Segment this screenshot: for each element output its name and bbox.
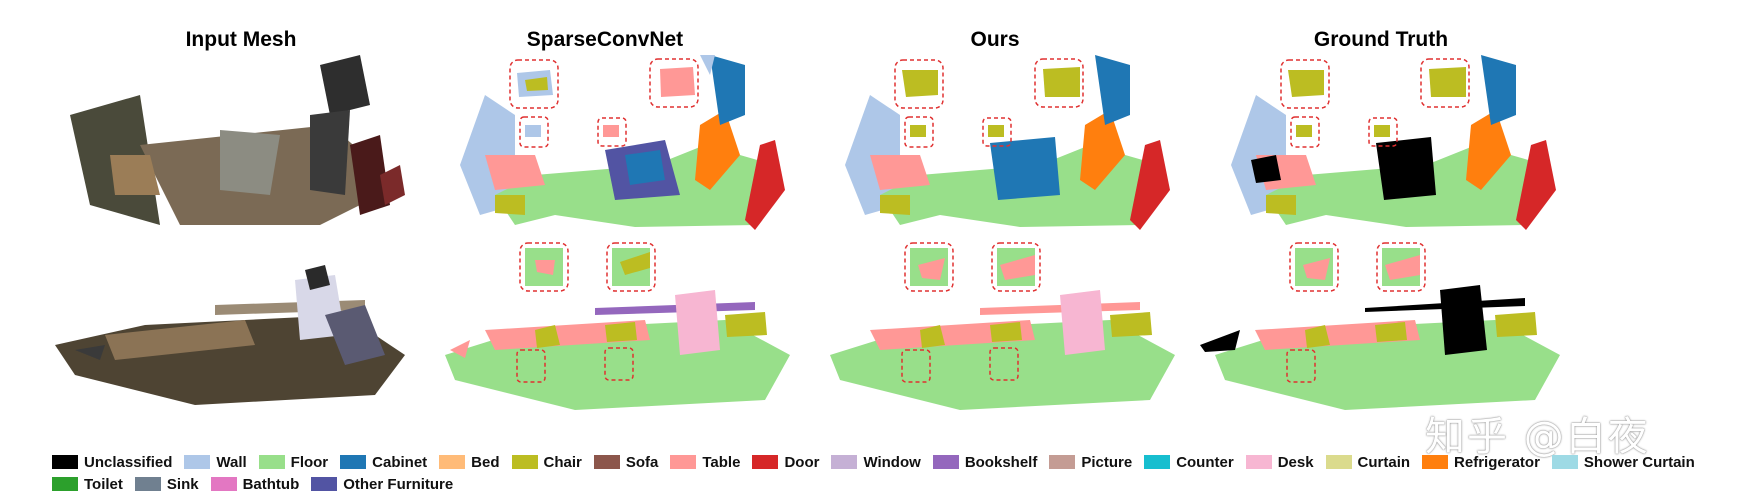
legend-item: Unclassified (52, 454, 172, 471)
legend-swatch (1325, 455, 1352, 469)
ours-scene-1 (845, 55, 1170, 230)
legend-label: Sofa (625, 453, 659, 471)
legend-item: Picture (1049, 454, 1132, 471)
legend-label: Other Furniture (343, 475, 454, 493)
legend-item: Window (831, 453, 921, 471)
legend-label: Cabinet (372, 453, 428, 471)
legend-item: Counter (1144, 454, 1234, 471)
ground-truth-scene-1 (1231, 55, 1556, 230)
legend-label: Unclassified (84, 453, 173, 471)
legend-swatch (593, 455, 620, 469)
column-title-ground-truth: Ground Truth (1313, 28, 1449, 51)
legend-swatch (340, 455, 367, 469)
column-title-ours: Ours (970, 28, 1020, 51)
legend-label: Refrigerator (1454, 453, 1540, 471)
legend-row-2: Toilet Sink Bathtub Other Furniture (52, 473, 1741, 495)
legend-label: Counter (1176, 453, 1234, 471)
legend-swatch (1144, 455, 1171, 469)
legend-swatch (1049, 455, 1076, 469)
legend-item: Other Furniture (311, 476, 453, 493)
legend-item: Chair (511, 453, 582, 471)
legend-swatch (1422, 455, 1449, 469)
legend-swatch (52, 477, 78, 491)
legend-label: Door (784, 453, 820, 471)
legend-item: Table (670, 454, 740, 471)
legend-label: Bathtub (242, 475, 300, 493)
legend: Unclassified Wall Floor Cabinet Bed Chair Sofa… (52, 451, 1741, 495)
legend-swatch (439, 455, 466, 469)
legend-swatch (511, 455, 538, 469)
legend-item: Shower Curtain (1551, 453, 1695, 471)
legend-item: Bathtub (210, 475, 300, 493)
legend-item: Cabinet (340, 454, 427, 471)
legend-swatch (52, 455, 78, 469)
legend-item: Door (752, 454, 819, 471)
legend-label: Desk (1277, 453, 1314, 471)
legend-item: Wall (184, 453, 247, 471)
sparseconvnet-scene-2 (445, 242, 790, 410)
legend-swatch (932, 455, 959, 469)
sparseconvnet-scene-1 (460, 55, 785, 230)
input-mesh-scene-2 (55, 265, 405, 405)
legend-swatch (670, 455, 697, 469)
watermark: 知乎 @白夜 (1425, 414, 1650, 460)
legend-item: Bookshelf (932, 453, 1038, 471)
legend-label: Sink (166, 475, 199, 493)
legend-swatch (1245, 455, 1272, 469)
legend-swatch (134, 477, 161, 491)
legend-swatch (831, 455, 858, 469)
legend-item: Sofa (593, 453, 659, 471)
legend-label: Bed (471, 453, 500, 471)
legend-label: Bookshelf (964, 453, 1038, 471)
input-mesh-scene-1 (70, 55, 405, 225)
legend-label: Chair (543, 453, 582, 471)
legend-label: Picture (1081, 453, 1133, 471)
legend-swatch (311, 477, 338, 491)
legend-item: Refrigerator (1422, 454, 1540, 471)
legend-item: Sink (134, 475, 199, 493)
legend-swatch (752, 455, 779, 469)
legend-item: Toilet (52, 476, 123, 493)
legend-swatch (210, 477, 237, 491)
legend-swatch (184, 455, 211, 469)
column-title-sparseconvnet: SparseConvNet (526, 28, 684, 51)
legend-item: Curtain (1325, 453, 1411, 471)
legend-label: Curtain (1357, 453, 1411, 471)
legend-swatch (258, 455, 285, 469)
legend-label: Table (702, 453, 741, 471)
legend-label: Floor (290, 453, 329, 471)
legend-swatch (1551, 455, 1578, 469)
legend-item: Desk (1245, 453, 1314, 471)
legend-label: Toilet (84, 475, 123, 493)
ours-scene-2 (830, 242, 1175, 410)
legend-item: Floor (258, 453, 329, 471)
ground-truth-scene-2 (1200, 242, 1560, 410)
legend-item: Bed (439, 453, 500, 471)
legend-label: Wall (216, 453, 247, 471)
legend-label: Shower Curtain (1583, 453, 1695, 471)
column-title-input-mesh: Input Mesh (185, 28, 297, 51)
legend-label: Window (863, 453, 921, 471)
legend-row-1: Unclassified Wall Floor Cabinet Bed Chair Sofa… (52, 451, 1741, 473)
